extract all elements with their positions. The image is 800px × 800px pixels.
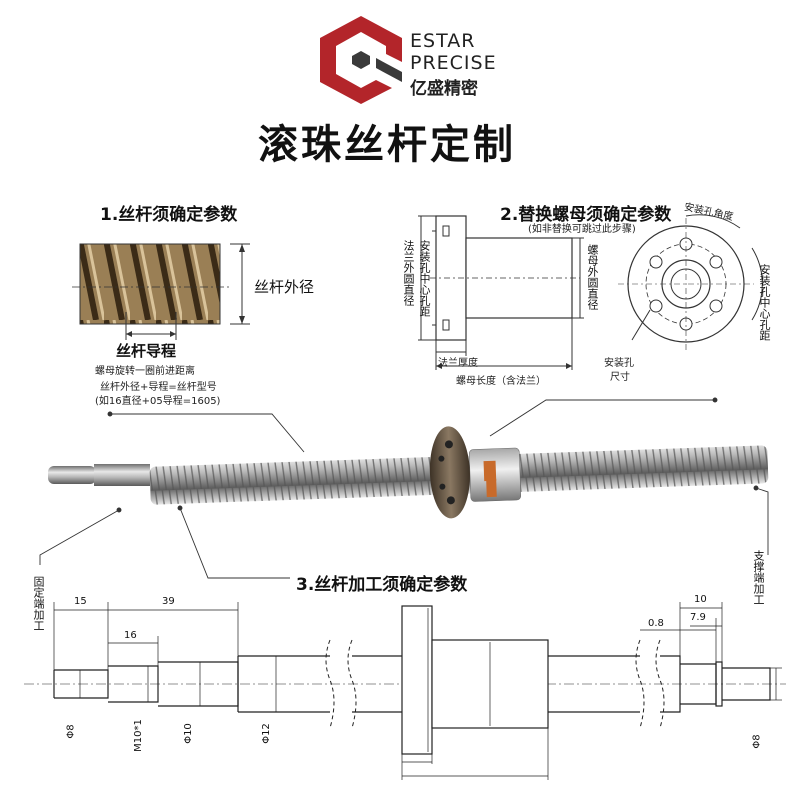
brand-name-line1: ESTAR bbox=[410, 30, 476, 52]
ball-screw-photo bbox=[48, 426, 769, 519]
flange-outer-diameter-label: 法兰外圆直径 bbox=[402, 240, 415, 306]
logo-mark-icon bbox=[320, 16, 402, 104]
page-title: 滚珠丝杆定制 bbox=[258, 122, 516, 168]
fixed-end-label: 固定端加工 bbox=[32, 576, 45, 631]
mount-hole-size-label-2: 尺寸 bbox=[610, 372, 630, 383]
phi8-left-label: Φ8 bbox=[65, 724, 77, 739]
mount-hole-center-distance-label: 安装孔中心孔距 bbox=[418, 240, 431, 317]
brand-name-cn: 亿盛精密 bbox=[410, 79, 478, 99]
dim-15: 15 bbox=[74, 596, 87, 607]
lead-label: 丝杆导程 bbox=[116, 342, 177, 360]
model-formula: 丝杆外径+导程=丝杆型号 bbox=[100, 382, 217, 393]
section2-subtitle: (如非替换可跳过此步骤) bbox=[528, 224, 636, 235]
flange-thickness-label: 法兰厚度 bbox=[438, 358, 478, 369]
dim-16: 16 bbox=[124, 630, 137, 641]
support-end-label: 支撑端加工 bbox=[752, 550, 765, 605]
nut-length-label: 螺母长度（含法兰） bbox=[456, 376, 546, 387]
lead-description: 螺母旋转一圈前进距离 bbox=[95, 366, 195, 377]
screw-section-drawing bbox=[72, 243, 250, 340]
phi12-label: Φ12 bbox=[260, 723, 272, 744]
section3-title: 3.丝杆加工须确定参数 bbox=[296, 575, 468, 595]
phi8-right-label: Φ8 bbox=[751, 734, 763, 749]
machining-drawing bbox=[24, 602, 786, 780]
outer-diameter-label: 丝杆外径 bbox=[254, 278, 315, 296]
mount-hole-center-distance-right-label: 安装孔中心孔距 bbox=[758, 264, 771, 341]
phi10-label: Φ10 bbox=[182, 723, 194, 744]
m10-label: M10*1 bbox=[132, 719, 144, 752]
mount-hole-size-label-1: 安装孔 bbox=[604, 358, 634, 369]
dim-0-8: 0.8 bbox=[648, 618, 664, 629]
dim-10: 10 bbox=[694, 594, 707, 605]
brand-name-line2: PRECISE bbox=[410, 52, 497, 74]
nut-side-drawing bbox=[418, 215, 584, 370]
section2-title: 2.替换螺母须确定参数 bbox=[500, 205, 672, 225]
nut-front-drawing bbox=[618, 214, 763, 350]
nut-outer-diameter-label: 螺母外圆直径 bbox=[586, 244, 599, 310]
dim-39: 39 bbox=[162, 596, 175, 607]
section1-title: 1.丝杆须确定参数 bbox=[100, 205, 238, 225]
leader-lines bbox=[39, 397, 769, 579]
brand-logo bbox=[316, 14, 406, 106]
model-example: (如16直径+05导程=1605) bbox=[95, 396, 221, 407]
dim-7-9: 7.9 bbox=[690, 612, 706, 623]
